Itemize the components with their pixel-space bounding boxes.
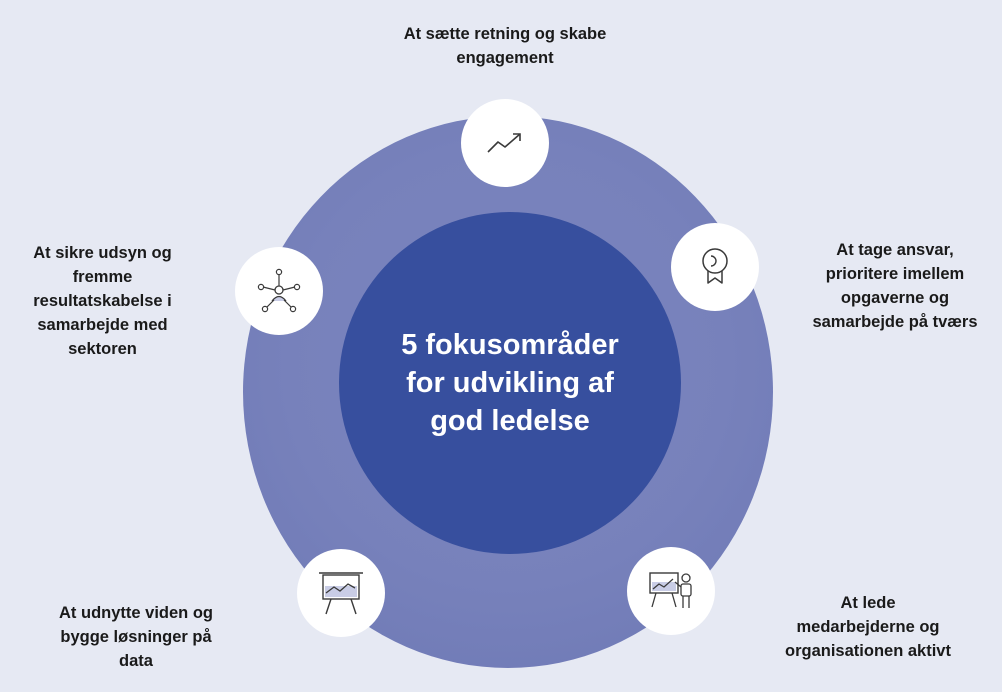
focus-badge-outlook: [235, 247, 323, 335]
presenter-board-icon: [649, 572, 692, 608]
focus-badge-lead-employees: [627, 547, 715, 635]
focus-label-data: At udnytte viden og bygge løsninger på d…: [59, 604, 213, 670]
center-title: 5 fokusområder for udvikling af god lede…: [401, 329, 619, 437]
focus-label-direction: At sætte retning og skabe engagement: [403, 25, 607, 67]
focus-label-outlook: At sikre udsyn og fremme resultatskabels…: [33, 244, 172, 358]
focus-label-responsibility: At tage ansvar, prioritere imellem opgav…: [812, 241, 978, 331]
award-ribbon-icon: [702, 248, 728, 284]
focus-badge-data: [297, 549, 385, 637]
focus-badge-responsibility: [671, 223, 759, 311]
chart-easel-icon: [319, 572, 363, 615]
trend-arrow-icon: [487, 133, 521, 153]
focus-badge-direction: [461, 99, 549, 187]
network-people-icon: [257, 268, 301, 313]
focus-label-lead-employees: At lede medarbejderne og organisationen …: [785, 594, 951, 660]
center-circle: 5 fokusområder for udvikling af god lede…: [339, 212, 681, 554]
